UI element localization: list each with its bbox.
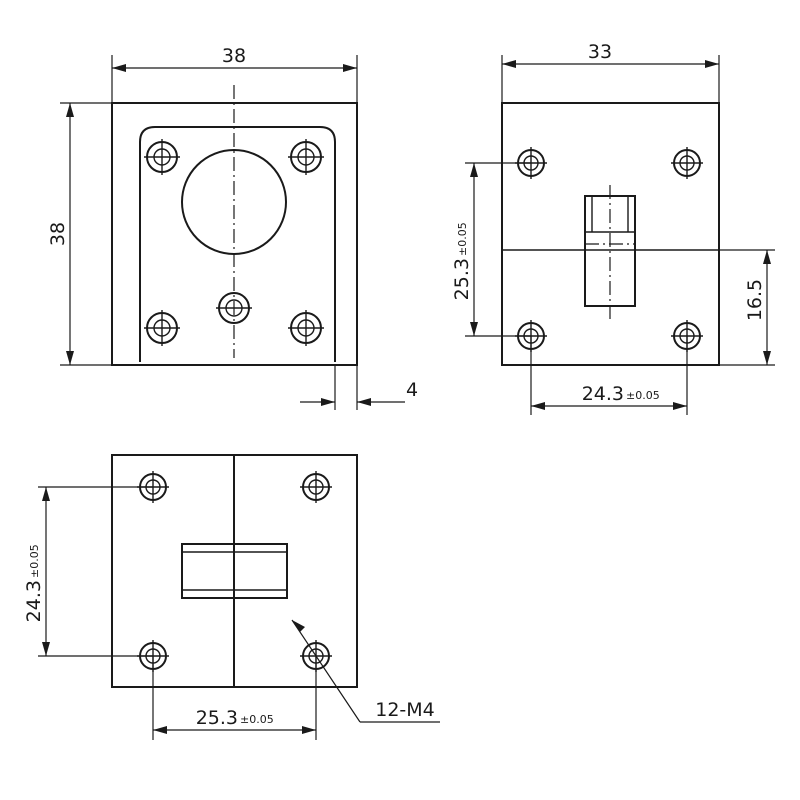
side-vertical-label: 25.3 (451, 258, 473, 300)
thread-callout-label: 12-M4 (375, 699, 435, 721)
front-view: 38 38 4 (47, 45, 418, 410)
front-view-flange (139, 126, 336, 362)
side-vertical-tolerance: ±0.05 (456, 222, 469, 256)
front-thickness-dimension: 4 (300, 365, 418, 410)
side-width-dimension: 33 (501, 41, 720, 103)
side-horizontal-tolerance: ±0.05 (626, 389, 660, 402)
bottom-horizontal-dimension: 25.3 ±0.05 (152, 656, 317, 740)
side-horizontal-dimension: 24.3 ±0.05 (530, 336, 688, 415)
center-hole (216, 292, 252, 324)
side-view: 33 25.3 ±0.05 24.3 ±0.05 (451, 41, 775, 415)
bottom-vertical-tolerance: ±0.05 (28, 544, 41, 578)
side-height-label: 16.5 (744, 279, 766, 321)
side-view-outline (501, 102, 720, 366)
bottom-view: 24.3 ±0.05 25.3 ±0.05 12-M4 (23, 454, 440, 740)
front-width-label: 38 (222, 45, 246, 67)
front-height-dimension: 38 (47, 102, 112, 366)
front-width-dimension: 38 (111, 45, 358, 103)
mounting-hole (300, 471, 332, 503)
front-thickness-label: 4 (406, 379, 418, 401)
side-height-dimension: 16.5 (719, 249, 775, 366)
mounting-hole (144, 139, 180, 175)
side-vertical-dimension: 25.3 ±0.05 (451, 162, 531, 337)
thread-callout: 12-M4 (291, 619, 440, 723)
bottom-vertical-label: 24.3 (23, 580, 45, 622)
side-horizontal-label: 24.3 (582, 383, 624, 405)
bottom-horizontal-label: 25.3 (196, 707, 238, 729)
bottom-vertical-dimension: 24.3 ±0.05 (23, 486, 153, 657)
mounting-hole (144, 310, 180, 346)
mounting-hole (288, 139, 324, 175)
side-width-label: 33 (588, 41, 612, 63)
mounting-hole (288, 310, 324, 346)
mounting-hole (671, 147, 703, 179)
bottom-horizontal-tolerance: ±0.05 (240, 713, 274, 726)
front-height-label: 38 (47, 222, 69, 246)
